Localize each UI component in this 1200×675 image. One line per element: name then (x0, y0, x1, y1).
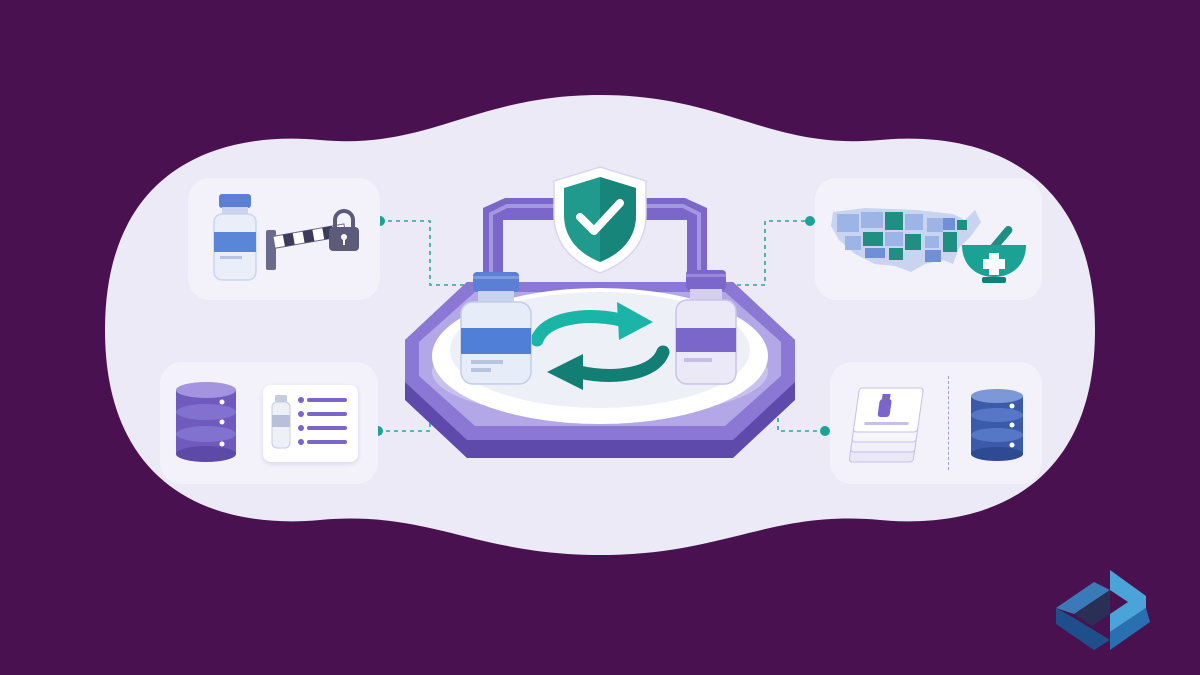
mortar-pestle-icon (962, 226, 1026, 283)
connector-dot (805, 216, 815, 226)
vial-icon (213, 194, 257, 281)
shield-check-icon (553, 166, 647, 274)
database-icon (971, 389, 1023, 461)
logo-mark-icon (1056, 570, 1150, 650)
access-control-card (188, 178, 380, 300)
records-database-card (830, 362, 1042, 484)
document-stack-icon (848, 387, 924, 463)
connector-top-right (735, 220, 805, 286)
product-database-card (160, 362, 378, 484)
regional-pharmacy-card (815, 178, 1042, 300)
padlock-icon (329, 209, 359, 251)
sync-arrows-icon (530, 302, 670, 390)
product-list-icon (263, 385, 358, 462)
connector-top-left (380, 220, 478, 286)
arch-frame (483, 198, 707, 310)
us-map-icon (831, 208, 981, 272)
database-icon (176, 382, 236, 462)
divider (948, 376, 949, 470)
vial-icon (675, 270, 737, 385)
connector-dot (820, 426, 830, 436)
vial-icon (460, 272, 532, 385)
